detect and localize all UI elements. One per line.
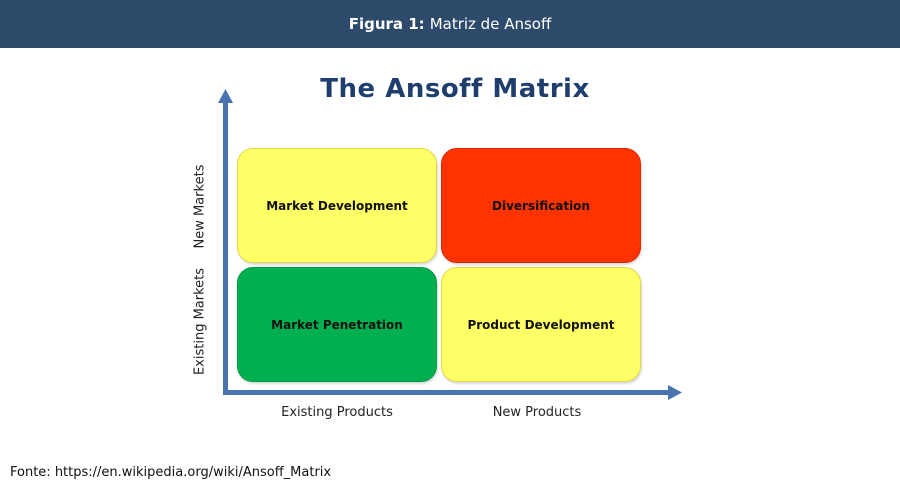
quadrant-diversification: Diversification [441,148,641,263]
quadrant-market-development: Market Development [237,148,437,263]
y-axis-line [223,100,228,394]
x-axis-line [223,390,673,395]
source-citation: Fonte: https://en.wikipedia.org/wiki/Ans… [10,465,332,480]
x-label-existing-products: Existing Products [281,405,393,420]
figure-caption-bar: Figura 1: Matriz de Ansoff [0,0,900,48]
quadrant-product-development: Product Development [441,267,641,382]
x-axis-arrowhead [668,385,682,400]
figure-title: Matriz de Ansoff [429,15,552,33]
quadrant-market-penetration: Market Penetration [237,267,437,382]
y-label-existing-markets: Existing Markets [192,267,208,376]
diagram-title: The Ansoff Matrix [320,74,590,104]
figure-label: Figura 1: [348,15,425,33]
x-label-new-products: New Products [492,405,582,420]
y-axis-arrowhead [218,89,233,103]
